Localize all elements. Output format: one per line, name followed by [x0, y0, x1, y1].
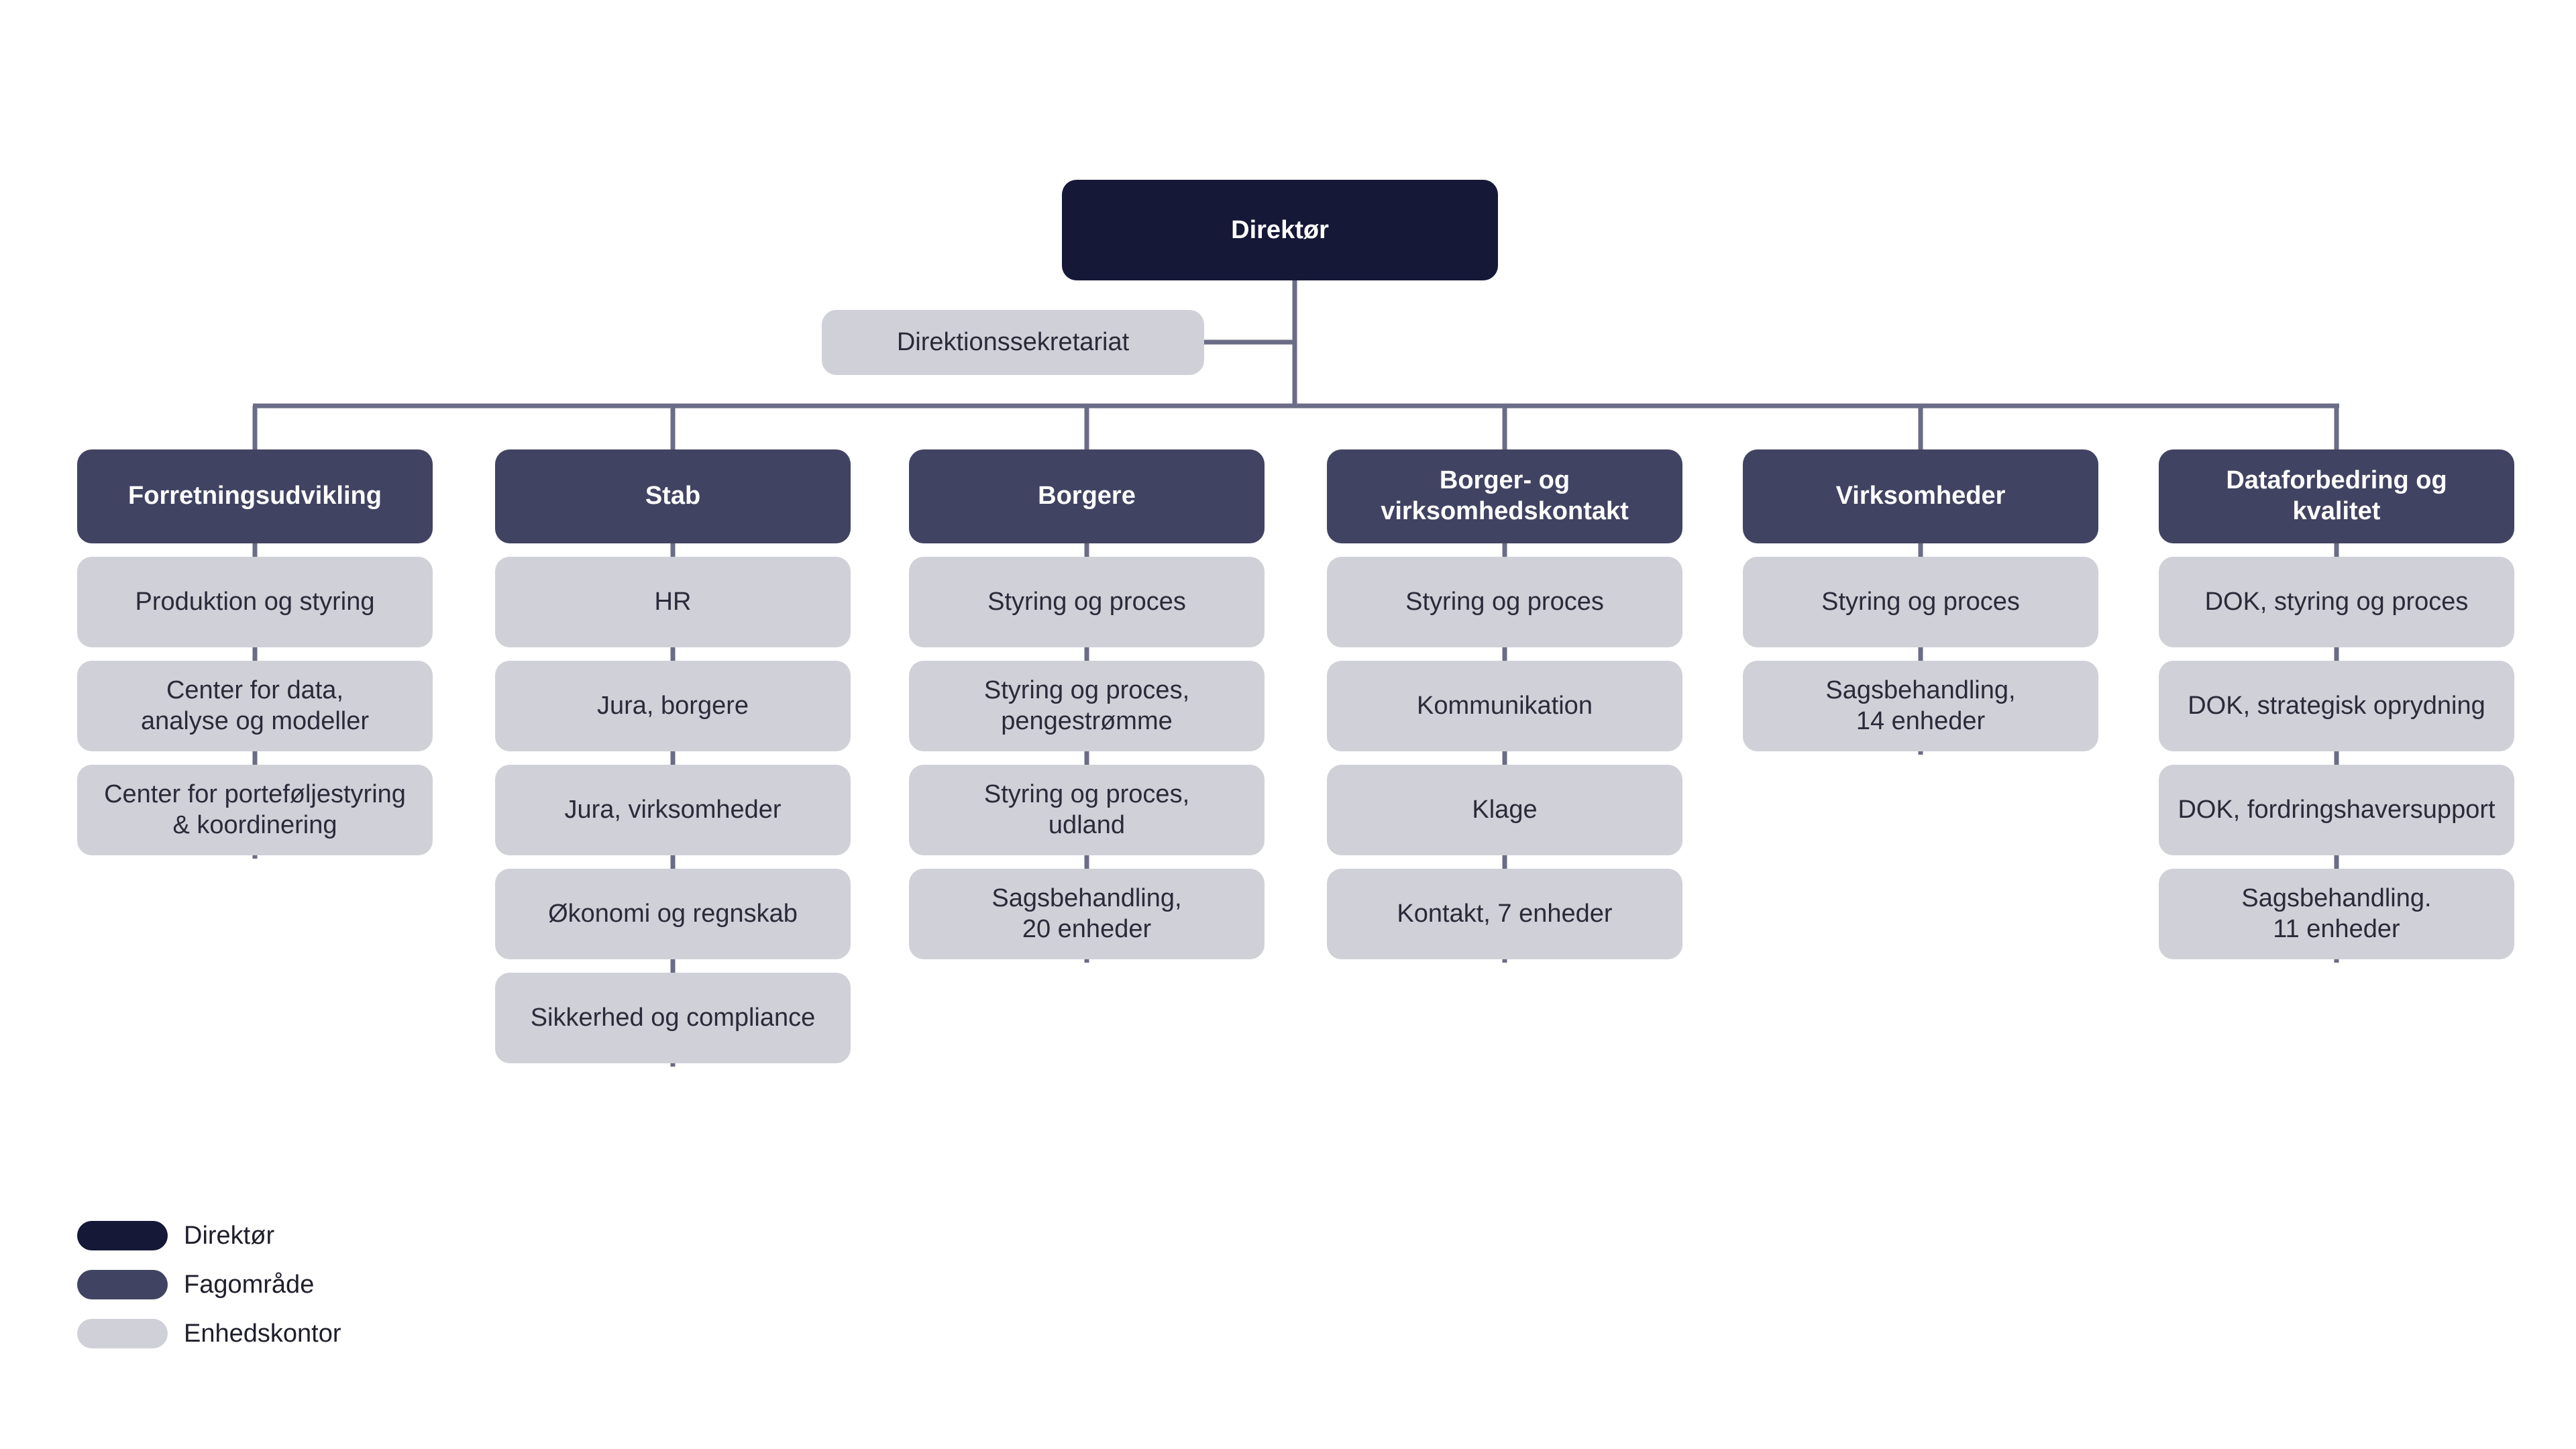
unit-box: Sagsbehandling, 14 enheder [1743, 661, 2098, 751]
unit-box: Kontakt, 7 enheder [1327, 869, 1682, 959]
legend-item-director: Direktør [77, 1221, 341, 1250]
unit-box: Klage [1327, 765, 1682, 855]
legend-label: Fagområde [184, 1270, 315, 1299]
unit-box: DOK, styring og proces [2159, 557, 2514, 647]
unit-box: Styring og proces, udland [909, 765, 1265, 855]
unit-box: Center for porteføljestyring & koordiner… [77, 765, 433, 855]
area-column-forretningsudvikling: Forretningsudvikling Produktion og styri… [77, 449, 433, 855]
area-column-virksomheder: Virksomheder Styring og proces Sagsbehan… [1743, 449, 2098, 751]
legend: Direktør Fagområde Enhedskontor [77, 1221, 341, 1368]
unit-box: Styring og proces [1327, 557, 1682, 647]
unit-box: DOK, fordringshaversupport [2159, 765, 2514, 855]
secretariat-box: Direktionssekretariat [822, 310, 1204, 375]
area-box: Stab [495, 449, 851, 543]
area-box: Borgere [909, 449, 1265, 543]
legend-swatch-director [77, 1221, 168, 1250]
area-box: Forretningsudvikling [77, 449, 433, 543]
unit-box: Styring og proces [1743, 557, 2098, 647]
unit-box: HR [495, 557, 851, 647]
unit-box: Sikkerhed og compliance [495, 973, 851, 1063]
unit-box: Center for data, analyse og modeller [77, 661, 433, 751]
legend-label: Enhedskontor [184, 1319, 341, 1348]
unit-box: Styring og proces [909, 557, 1265, 647]
area-column-borger-virksomhedskontakt: Borger- og virksomhedskontakt Styring og… [1327, 449, 1682, 959]
unit-box: Produktion og styring [77, 557, 433, 647]
unit-box: Jura, virksomheder [495, 765, 851, 855]
unit-box: Økonomi og regnskab [495, 869, 851, 959]
area-box: Borger- og virksomhedskontakt [1327, 449, 1682, 543]
area-column-borgere: Borgere Styring og proces Styring og pro… [909, 449, 1265, 959]
legend-swatch-area [77, 1270, 168, 1299]
unit-box: Styring og proces, pengestrømme [909, 661, 1265, 751]
area-box: Dataforbedring og kvalitet [2159, 449, 2514, 543]
director-box: Direktør [1062, 180, 1498, 280]
unit-box: DOK, strategisk oprydning [2159, 661, 2514, 751]
unit-box: Sagsbehandling, 20 enheder [909, 869, 1265, 959]
area-box: Virksomheder [1743, 449, 2098, 543]
area-column-stab: Stab HR Jura, borgere Jura, virksomheder… [495, 449, 851, 1063]
unit-box: Jura, borgere [495, 661, 851, 751]
legend-item-unit: Enhedskontor [77, 1319, 341, 1348]
legend-item-area: Fagområde [77, 1270, 341, 1299]
legend-label: Direktør [184, 1221, 275, 1250]
unit-box: Sagsbehandling. 11 enheder [2159, 869, 2514, 959]
unit-box: Kommunikation [1327, 661, 1682, 751]
legend-swatch-unit [77, 1319, 168, 1348]
area-column-dataforbedring: Dataforbedring og kvalitet DOK, styring … [2159, 449, 2514, 959]
